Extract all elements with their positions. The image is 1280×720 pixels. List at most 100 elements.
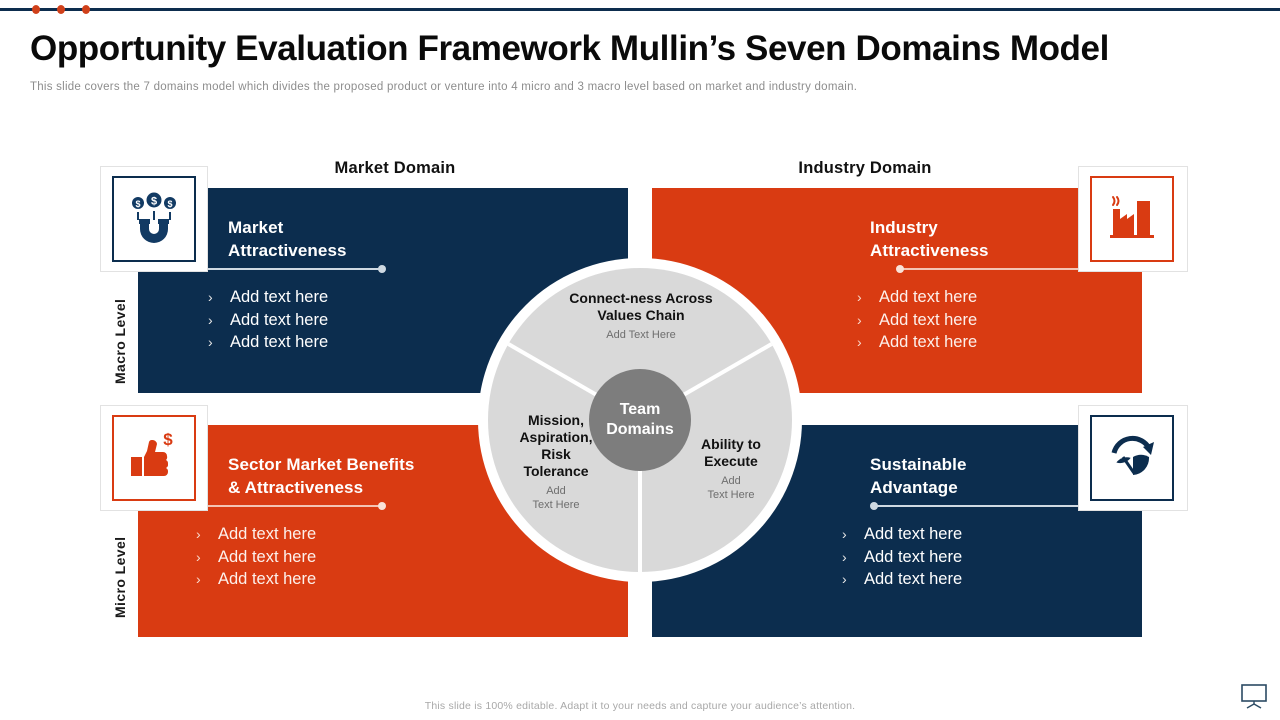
list-item[interactable]: › Add text here bbox=[208, 286, 328, 309]
panel-title-line1: Industry bbox=[870, 218, 938, 237]
list-item[interactable]: › Add text here bbox=[196, 546, 316, 569]
chevron-right-icon: › bbox=[842, 571, 847, 587]
svg-text:$: $ bbox=[167, 199, 172, 209]
panel-title-line2: Advantage bbox=[870, 478, 958, 497]
top-rule-dot-1 bbox=[32, 5, 40, 14]
magnet-money-icon: $ $ $ bbox=[132, 192, 176, 243]
panel-title: Market Attractiveness bbox=[228, 216, 558, 262]
panel-title: Sustainable Advantage bbox=[870, 453, 1140, 499]
sustainability-icon bbox=[1111, 435, 1154, 475]
segment-title-line4: Tolerance bbox=[523, 463, 589, 479]
segment-sub-line2: Text Here bbox=[532, 499, 580, 511]
list-item-label: Add text here bbox=[218, 570, 317, 588]
panel-bullet-list: ›Add text here ›Add text here ›Add text … bbox=[208, 286, 328, 354]
thumbs-up-money-icon: $ bbox=[131, 430, 173, 476]
list-item[interactable]: ›Add text here bbox=[857, 286, 977, 309]
wheel-segment-title: Connect-ness Across Values Chain bbox=[531, 290, 751, 324]
panel-divider bbox=[138, 265, 386, 273]
wheel-hub-label: Team Domains bbox=[606, 400, 674, 440]
panel-title: Industry Attractiveness bbox=[870, 216, 1140, 262]
top-rule-dot-2 bbox=[57, 5, 65, 14]
segment-title-line1: Connect-ness Across bbox=[569, 290, 713, 306]
list-item[interactable]: › Add text here bbox=[196, 523, 316, 546]
wheel-spoke-down bbox=[638, 420, 642, 572]
segment-sub-line1: Add bbox=[721, 475, 741, 487]
wheel-segment-subtext: Add Text Here bbox=[492, 484, 620, 512]
list-item-label: Add text here bbox=[864, 570, 963, 588]
panel-title-line2: Attractiveness bbox=[870, 241, 989, 260]
list-item[interactable]: ›Add text here bbox=[842, 523, 962, 546]
list-item-label: Add text here bbox=[230, 333, 329, 351]
segment-title-line1: Ability to bbox=[701, 436, 761, 452]
panel-title-line1: Market bbox=[228, 218, 284, 237]
page-subtitle: This slide covers the 7 domains model wh… bbox=[30, 81, 858, 93]
panel-title: Sector Market Benefits & Attractiveness bbox=[228, 453, 588, 499]
list-item[interactable]: › Add text here bbox=[857, 331, 977, 354]
presentation-screen-glyph bbox=[1241, 684, 1267, 709]
wheel-segment-subtext: Add Text Here bbox=[606, 329, 676, 341]
list-item[interactable]: › Add text here bbox=[842, 546, 962, 569]
wheel-segment-mission-aspiration[interactable]: Mission, Aspiration, Risk Tolerance Add … bbox=[492, 412, 620, 512]
wheel-segment-title: Mission, Aspiration, Risk Tolerance bbox=[492, 412, 620, 480]
list-item-label: Add text here bbox=[864, 547, 963, 566]
panel-bullet-list: ›Add text here ›Add text here ›Add text … bbox=[842, 523, 962, 591]
segment-title-line3: Risk bbox=[541, 446, 571, 462]
svg-text:$: $ bbox=[151, 196, 157, 208]
svg-text:$: $ bbox=[163, 430, 173, 449]
macro-level-label: Macro Level bbox=[112, 298, 128, 384]
list-item-label: Add text here bbox=[864, 525, 963, 543]
list-item-label: Add text here bbox=[218, 525, 317, 543]
segment-sub-line1: Add bbox=[546, 485, 566, 497]
chevron-right-icon: › bbox=[208, 311, 213, 328]
chevron-right-icon: › bbox=[196, 571, 201, 587]
panel-title-line1: Sector Market Benefits bbox=[228, 455, 415, 474]
chevron-right-icon: › bbox=[208, 289, 213, 305]
hub-line1: Team bbox=[619, 401, 661, 418]
wheel-segment-connectness[interactable]: Connect-ness Across Values Chain Add Tex… bbox=[531, 290, 751, 342]
list-item[interactable]: › Add text here bbox=[208, 309, 328, 332]
panel-title-line1: Sustainable bbox=[870, 455, 967, 474]
list-item[interactable]: › Add text here bbox=[196, 568, 316, 591]
factory-icon-box[interactable] bbox=[1090, 176, 1174, 262]
wheel-segment-ability-to-execute[interactable]: Ability to Execute Add Text Here bbox=[672, 436, 790, 502]
panel-title-line2: & Attractiveness bbox=[228, 478, 364, 497]
divider-dot bbox=[378, 265, 386, 273]
wheel-segment-subtext: Add Text Here bbox=[672, 474, 790, 502]
panel-title-line2: Attractiveness bbox=[228, 241, 347, 260]
list-item-label: Add text here bbox=[879, 333, 978, 351]
presentation-screen-icon[interactable] bbox=[1238, 682, 1270, 710]
list-item-label: Add text here bbox=[218, 547, 317, 566]
hub-line2: Domains bbox=[606, 421, 674, 438]
segment-title-line2: Execute bbox=[704, 453, 758, 469]
list-item-label: Add text here bbox=[230, 310, 329, 329]
chevron-right-icon: › bbox=[857, 334, 862, 350]
list-item[interactable]: › Add text here bbox=[857, 309, 977, 332]
chevron-right-icon: › bbox=[857, 289, 862, 305]
thumbs-up-money-icon-box[interactable]: $ bbox=[112, 415, 196, 501]
panel-divider bbox=[138, 502, 386, 510]
list-item[interactable]: › Add text here bbox=[842, 568, 962, 591]
panel-bullet-list: › Add text here › Add text here › Add text … bbox=[196, 523, 316, 591]
divider-dot bbox=[896, 265, 904, 273]
svg-text:$: $ bbox=[135, 199, 140, 209]
divider-dot bbox=[870, 502, 878, 510]
panel-divider bbox=[896, 265, 1142, 273]
micro-level-label: Micro Level bbox=[112, 536, 128, 618]
top-rule-dot-3 bbox=[82, 5, 90, 14]
divider-dot bbox=[378, 502, 386, 510]
chevron-right-icon: › bbox=[196, 548, 201, 565]
magnet-money-icon-box[interactable]: $ $ $ bbox=[112, 176, 196, 262]
chevron-right-icon: › bbox=[842, 548, 847, 565]
market-domain-heading: Market Domain bbox=[334, 159, 456, 177]
sustainability-icon-box[interactable] bbox=[1090, 415, 1174, 501]
list-item[interactable]: ›Add text here bbox=[208, 331, 328, 354]
chevron-right-icon: › bbox=[196, 526, 201, 542]
list-item-label: Add text here bbox=[230, 288, 329, 306]
top-decorative-rule bbox=[0, 8, 1280, 11]
wheel-hub[interactable]: Team Domains bbox=[589, 369, 691, 471]
footer-note: This slide is 100% editable. Adapt it to… bbox=[424, 700, 856, 712]
wheel-segment-title: Ability to Execute bbox=[672, 436, 790, 470]
chevron-right-icon: › bbox=[857, 311, 862, 328]
list-item-label: Add text here bbox=[879, 310, 978, 329]
factory-icon bbox=[1110, 196, 1154, 238]
